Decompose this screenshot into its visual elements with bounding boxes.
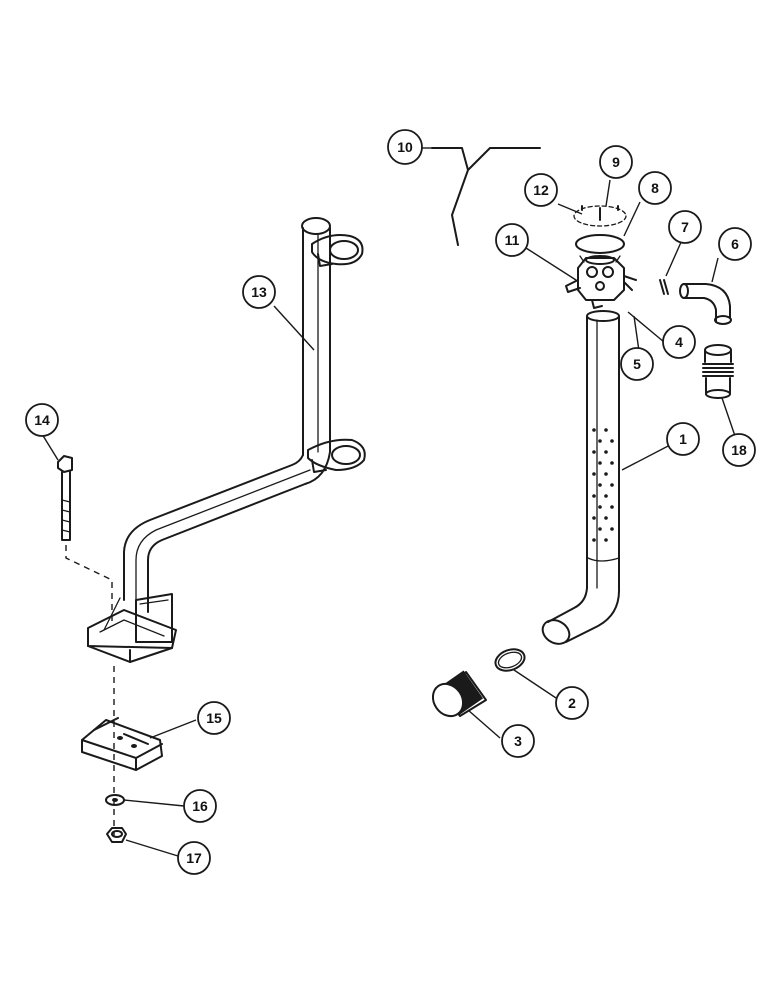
- bracket-pipe-assembly: [87, 217, 366, 663]
- svg-text:8: 8: [651, 180, 659, 196]
- callout-17: 17: [177, 841, 211, 875]
- callout-1: 1: [666, 422, 700, 456]
- valve-head: [565, 255, 637, 309]
- washer-16: [105, 794, 125, 806]
- callout-6: 6: [718, 227, 752, 261]
- cap-disc-12: [573, 205, 627, 227]
- assembly-line-bolt: [65, 545, 113, 622]
- pipe-hole: [610, 483, 614, 487]
- gasket-8: [575, 234, 625, 254]
- coupling-18: [702, 344, 734, 399]
- svg-text:2: 2: [568, 695, 576, 711]
- pipe-hole: [604, 516, 608, 520]
- pipe-hole: [592, 516, 596, 520]
- pipe-hole: [610, 527, 614, 531]
- wire-10: [431, 147, 541, 246]
- callout-15: 15: [197, 701, 231, 735]
- callout-5: 5: [620, 347, 654, 381]
- svg-text:3: 3: [514, 733, 522, 749]
- callout-7: 7: [668, 210, 702, 244]
- svg-text:18: 18: [731, 442, 747, 458]
- elbow-fitting-6: [679, 283, 732, 325]
- callout-8: 8: [638, 171, 672, 205]
- svg-text:6: 6: [731, 236, 739, 252]
- callout-14: 14: [25, 403, 59, 437]
- ring-2: [494, 648, 526, 672]
- svg-text:12: 12: [533, 182, 549, 198]
- pipe-hole: [604, 428, 608, 432]
- pipe-hole: [592, 494, 596, 498]
- pipe-hole: [598, 483, 602, 487]
- pipe-hole: [598, 527, 602, 531]
- pipe-hole: [598, 505, 602, 509]
- pipe-hole: [598, 439, 602, 443]
- pipe-hole: [592, 538, 596, 542]
- svg-text:5: 5: [633, 356, 641, 372]
- pipe-hole: [604, 450, 608, 454]
- callout-18: 18: [722, 433, 756, 467]
- nut-17: [106, 827, 127, 843]
- svg-text:15: 15: [206, 710, 222, 726]
- callout-12: 12: [524, 173, 558, 207]
- pipe-hole: [592, 450, 596, 454]
- callout-9: 9: [599, 145, 633, 179]
- callout-4: 4: [662, 325, 696, 359]
- pipe-hole: [592, 428, 596, 432]
- pipe-hole: [604, 472, 608, 476]
- svg-text:7: 7: [681, 219, 689, 235]
- leader-lines: [41, 147, 736, 857]
- svg-text:14: 14: [34, 412, 50, 428]
- clamp-block-15: [81, 717, 163, 771]
- svg-text:11: 11: [505, 232, 520, 248]
- filter-cylinder-3: [431, 670, 487, 718]
- callout-16: 16: [183, 789, 217, 823]
- svg-text:13: 13: [251, 284, 267, 300]
- bolt-14: [57, 455, 73, 541]
- callout-10: 10: [387, 129, 423, 165]
- pipe-hole: [604, 538, 608, 542]
- callout-11: 11: [495, 223, 529, 257]
- callout-3: 3: [501, 724, 535, 758]
- pipe-holes: [592, 428, 614, 542]
- callout-2: 2: [555, 686, 589, 720]
- svg-text:4: 4: [675, 334, 683, 350]
- pipe-hole: [592, 472, 596, 476]
- pipe-hole: [604, 494, 608, 498]
- svg-text:9: 9: [612, 154, 620, 170]
- pipe-hole: [598, 461, 602, 465]
- svg-text:10: 10: [397, 139, 413, 155]
- pin-7: [659, 279, 669, 295]
- svg-text:17: 17: [186, 850, 202, 866]
- callout-13: 13: [242, 275, 276, 309]
- pipe-hole: [610, 461, 614, 465]
- svg-text:1: 1: [679, 431, 687, 447]
- perforated-pipe-1: [541, 310, 621, 645]
- pipe-hole: [610, 439, 614, 443]
- svg-text:16: 16: [192, 798, 208, 814]
- pipe-hole: [610, 505, 614, 509]
